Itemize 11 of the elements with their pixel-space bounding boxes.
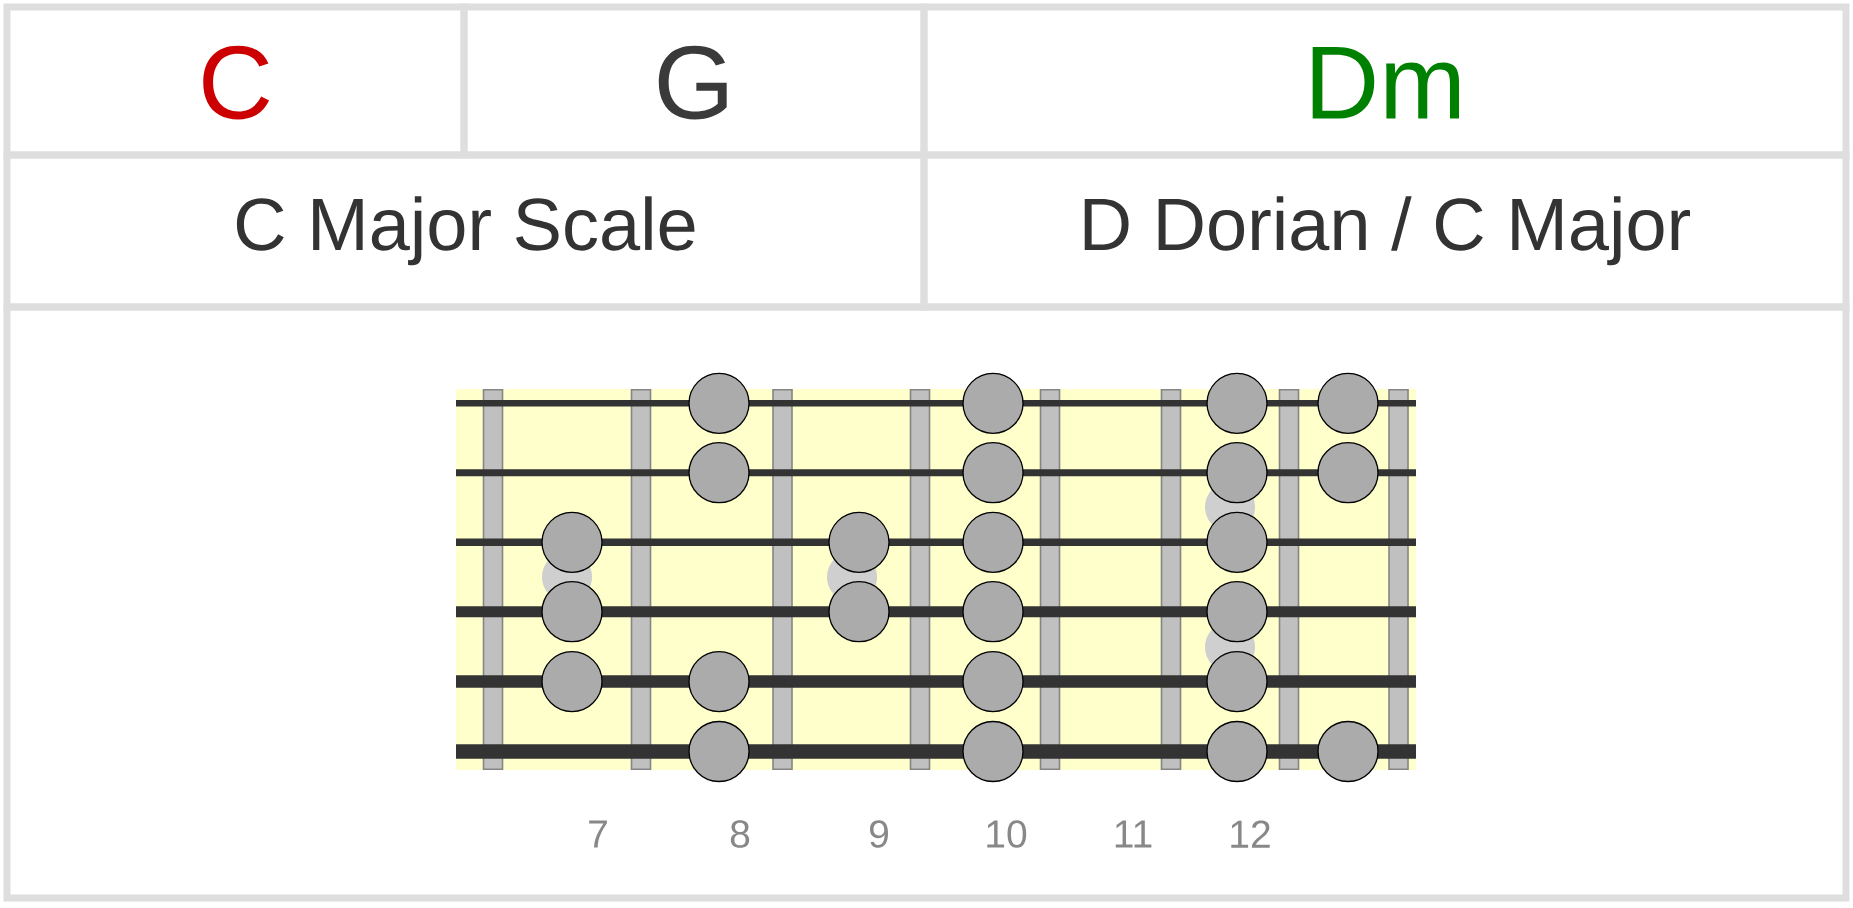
fret-number: 8 [730, 820, 750, 848]
scale-cell: D Dorian / C Major [920, 151, 1850, 311]
chord-cell: C [3, 3, 468, 159]
fret-number: 11 [1115, 820, 1152, 848]
chord-cell: Dm [920, 3, 1850, 159]
fret-number: 12 [1231, 820, 1270, 848]
fret-number: 10 [987, 820, 1027, 848]
fret-number: 7 [589, 820, 607, 848]
fret-number: 9 [870, 820, 888, 848]
scale-cell: C Major Scale [3, 151, 928, 311]
chord-cell: G [460, 3, 928, 159]
